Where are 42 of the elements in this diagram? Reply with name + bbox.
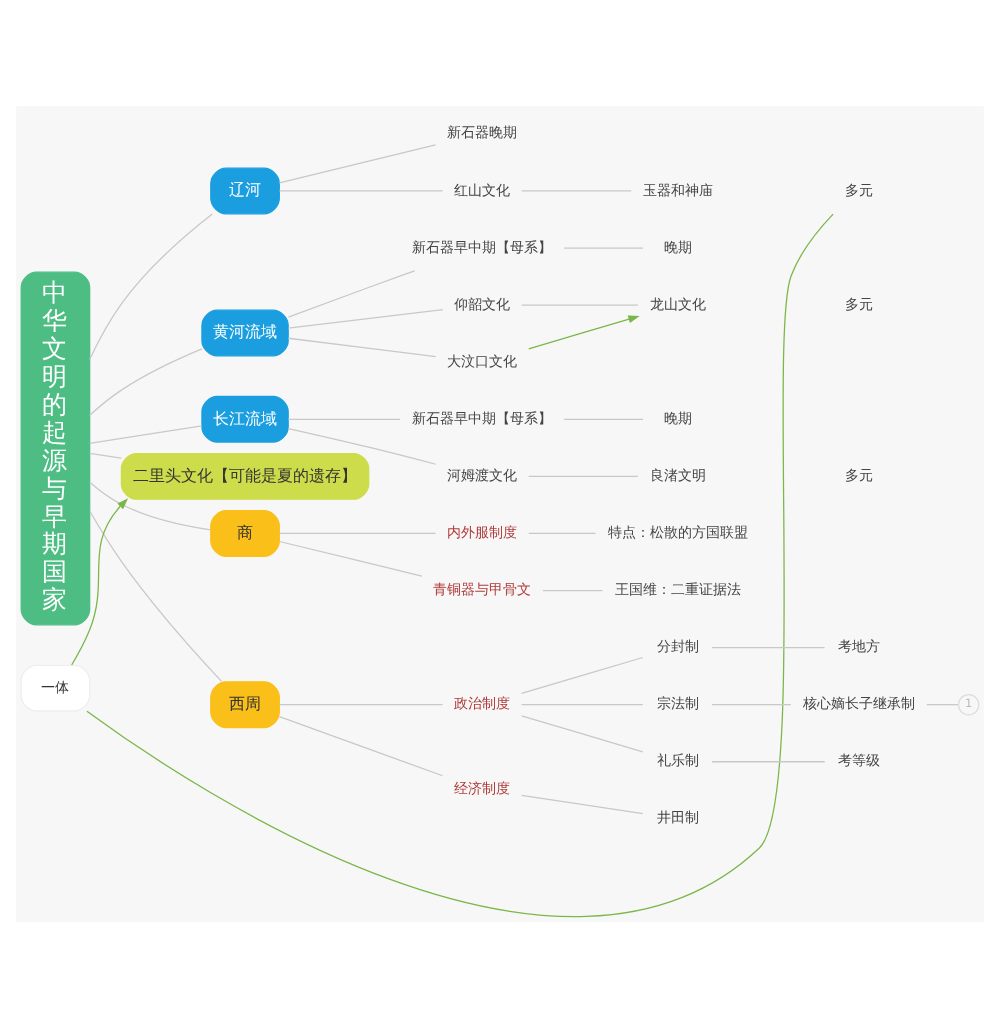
node-box: 黄河流域: [201, 309, 289, 357]
connector: [278, 190, 444, 192]
connector: [89, 425, 203, 444]
connector: [563, 418, 644, 420]
node-box: 辽河: [210, 167, 280, 215]
node-box: 西周: [210, 681, 280, 729]
connector: [528, 532, 597, 535]
connector: [711, 704, 792, 706]
arrow: [528, 315, 640, 350]
connector: [520, 794, 644, 815]
node-box: 二里头文化【可能是夏的遗存】: [120, 452, 370, 500]
connector: [711, 761, 826, 763]
connector: [89, 481, 212, 531]
node-box: 中华文明的起源与早期国家: [20, 271, 91, 626]
connector: [89, 348, 203, 416]
connector: [287, 427, 437, 465]
connector: [287, 337, 437, 358]
connector: [926, 704, 959, 706]
connector: [278, 532, 437, 535]
connector: [278, 144, 437, 184]
node-box: 商: [210, 509, 280, 557]
connector: [287, 418, 401, 420]
connector: [86, 213, 834, 918]
connector: [528, 475, 639, 477]
node-box: 长江流域: [201, 395, 289, 443]
connector: [542, 589, 604, 592]
connector: [563, 247, 644, 249]
connector: [89, 510, 223, 683]
connector: [89, 213, 213, 360]
connector: [278, 540, 423, 577]
connector: [89, 452, 122, 459]
connector: [520, 656, 644, 695]
connector: [711, 646, 826, 649]
connector: [287, 270, 416, 318]
connector: [520, 715, 644, 753]
connector: [520, 190, 632, 192]
connector: [278, 716, 444, 777]
connector: [520, 304, 639, 306]
connector: [520, 704, 644, 706]
connector: [278, 704, 444, 706]
connector: [287, 309, 444, 329]
arrow: [71, 498, 129, 666]
